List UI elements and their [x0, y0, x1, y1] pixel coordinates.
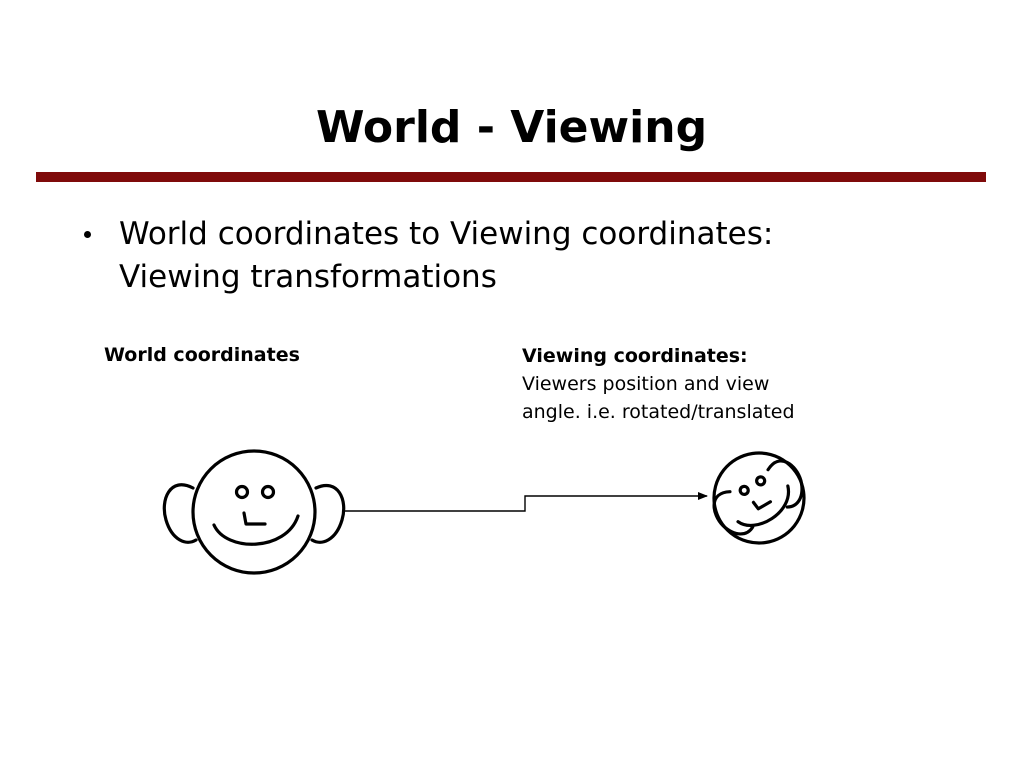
viewing-coordinates-label: Viewing coordinates: Viewers position an… [522, 342, 922, 426]
left-ear-icon [162, 483, 198, 544]
head-outline [191, 449, 317, 575]
viewing-description-line-1: Viewers position and view [522, 373, 770, 395]
viewing-coordinates-heading: Viewing coordinates: [522, 345, 748, 367]
bullet-dot-icon [84, 231, 91, 238]
left-eye-icon [234, 484, 250, 500]
rotated-smiley-face-icon [712, 451, 806, 545]
mouth-icon [212, 514, 300, 546]
viewing-description-line-2: angle. i.e. rotated/translated [522, 401, 795, 423]
bullet-line-2: Viewing transformations [119, 259, 497, 295]
rotated-nose-icon [751, 500, 773, 511]
nose-icon [242, 511, 267, 526]
bullet-line-1: World coordinates to Viewing coordinates… [119, 216, 774, 252]
rotated-left-eye-icon [738, 484, 750, 496]
slide-title: World - Viewing [315, 102, 708, 153]
world-coordinates-label: World coordinates [104, 344, 300, 366]
arrow-connector-icon [344, 492, 708, 512]
rotated-head-outline [712, 451, 806, 545]
title-divider [36, 172, 986, 182]
right-eye-icon [260, 484, 276, 500]
bullet-text: World coordinates to Viewing coordinates… [119, 213, 979, 299]
right-ear-icon [310, 484, 346, 544]
smiley-face-icon [162, 449, 346, 575]
rotated-mouth-icon [736, 484, 791, 528]
rotated-right-eye-icon [755, 475, 767, 487]
